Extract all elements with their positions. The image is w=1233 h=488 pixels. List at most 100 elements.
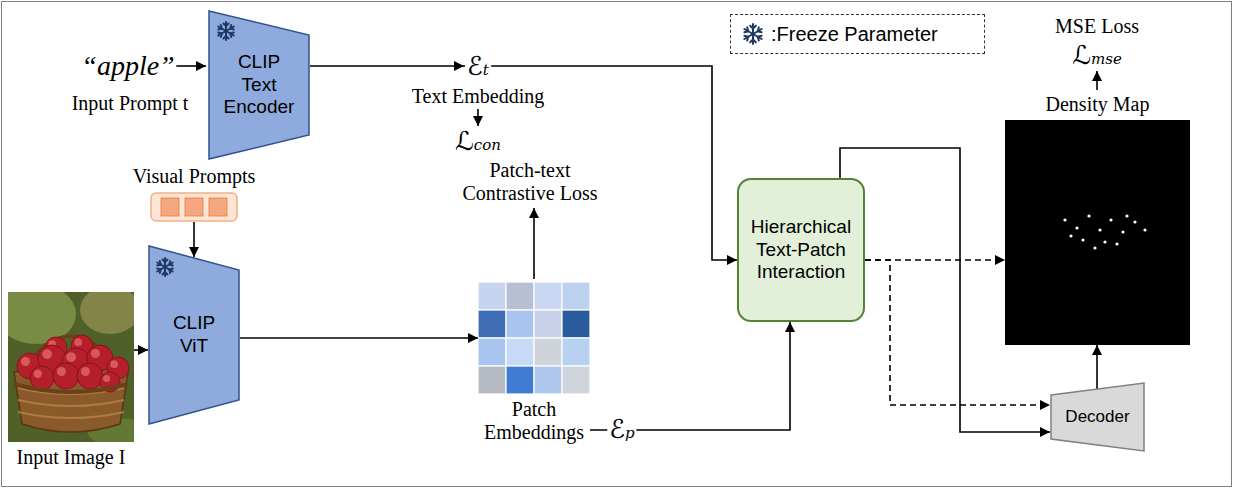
- snowflake-branch: [753, 26, 756, 29]
- prompt-token: [185, 198, 203, 216]
- apple-highlight: [57, 367, 66, 376]
- patch-cell: [506, 338, 534, 366]
- snowflake-branch: [230, 28, 233, 31]
- math-symbol: ℰt: [465, 52, 491, 81]
- patch-embeddings: Patch Embeddings: [478, 282, 590, 444]
- patch-cell: [534, 366, 562, 394]
- snowflake-branch: [229, 33, 232, 36]
- connector: [134, 349, 148, 351]
- input-arrow: [176, 65, 206, 67]
- caption-label: Visual Prompts: [133, 165, 256, 188]
- density-dot: [1121, 230, 1124, 233]
- density-map: Density Map: [1005, 93, 1190, 345]
- patch-cell: [562, 310, 590, 338]
- patch-cell: [478, 366, 506, 394]
- box-label: CLIP ViT: [164, 312, 224, 358]
- apple-highlight: [42, 349, 52, 359]
- patch-cell: [534, 282, 562, 310]
- snowflake-branch: [758, 31, 762, 32]
- snowflake-icon: [744, 24, 761, 44]
- apple-highlight: [66, 352, 76, 362]
- patch-cell: [478, 310, 506, 338]
- density-dot: [1115, 242, 1118, 245]
- snowflake-branch: [220, 25, 223, 28]
- density-dot: [1063, 218, 1066, 221]
- snowflake-branch: [159, 261, 162, 264]
- snowflake-branch: [750, 40, 753, 43]
- density-dot: [1093, 246, 1096, 249]
- patch-cell: [478, 282, 506, 310]
- snowflake-icon: [157, 258, 173, 276]
- density-background: [1005, 120, 1190, 345]
- photo-foliage: [80, 292, 134, 334]
- prompt-caption: Input Prompt t: [70, 92, 191, 115]
- interaction-module: Hierarchical Text-Patch Interaction: [737, 178, 865, 322]
- loss-arrow: [1096, 71, 1098, 90]
- snowflake-branch: [218, 32, 221, 35]
- connector: [193, 222, 195, 257]
- patch-cell: [506, 282, 534, 310]
- apple-highlight: [74, 338, 82, 346]
- loss-arrow: [477, 109, 479, 126]
- density-figure: [1005, 120, 1190, 345]
- apple: [30, 366, 54, 390]
- apple: [77, 363, 103, 389]
- math-symbol: ℒmse: [1070, 41, 1124, 70]
- figure-frame: [1005, 120, 1190, 345]
- caption-label: Density Map: [1005, 93, 1190, 116]
- prompt-token: [209, 198, 227, 216]
- density-dot: [1087, 214, 1090, 217]
- grid-figure: [478, 282, 590, 394]
- caption-label: Patch Embeddings: [478, 398, 590, 444]
- apple-highlight: [91, 349, 100, 358]
- apple-highlight: [103, 375, 110, 382]
- figure-frame: [150, 192, 238, 222]
- prompt-text: “apple”: [79, 50, 176, 82]
- patch-cell: [478, 338, 506, 366]
- patch-cell: [562, 366, 590, 394]
- density-dot: [1109, 218, 1112, 221]
- legend-swatch: [741, 22, 765, 46]
- image-encoder: CLIP ViT: [148, 245, 240, 425]
- snowflake-branch: [747, 27, 748, 31]
- caption-label: MSE Loss: [1053, 15, 1141, 38]
- trapezoid-shape: [149, 246, 239, 424]
- trapezoid-shape: [209, 11, 309, 159]
- snowflake-branch: [168, 269, 171, 272]
- patch-cell: [562, 338, 590, 366]
- patch-cell: [506, 310, 534, 338]
- density-dot: [1133, 220, 1136, 223]
- basket-rim: [14, 384, 128, 392]
- snowflake-branch: [162, 272, 165, 275]
- box-label: Decoder: [1065, 407, 1129, 427]
- apple-highlight: [34, 370, 42, 378]
- patch-cell: [506, 366, 534, 394]
- patch-cell: [534, 338, 562, 366]
- snowflake-branch: [165, 260, 168, 263]
- trapezoid-shape: [1051, 383, 1144, 451]
- caption-label: Text Embedding: [410, 85, 546, 108]
- connector: [310, 66, 737, 260]
- legend-item: :Freeze Parameter: [741, 22, 974, 46]
- snowflake-branch: [226, 24, 229, 27]
- loss-arrow: [533, 208, 535, 279]
- basket-weave: [18, 400, 124, 406]
- patch-cell: [562, 282, 590, 310]
- legend-box: :Freeze Parameter: [730, 14, 985, 54]
- snowflake-branch: [758, 37, 759, 41]
- apples-figure: [8, 292, 134, 442]
- snowflake-branch: [169, 264, 172, 267]
- prompt-box: [151, 193, 237, 221]
- snowflake-icon: [218, 22, 234, 40]
- connector: [240, 337, 478, 339]
- box-label: CLIP Text Encoder: [221, 51, 297, 119]
- density-dot: [1103, 240, 1106, 243]
- basket-weave: [18, 412, 124, 418]
- box-label: Hierarchical Text-Patch Interaction: [747, 216, 855, 284]
- decoder: Decoder: [1050, 382, 1145, 452]
- patch-cell: [534, 310, 562, 338]
- figure-frame: [478, 282, 590, 394]
- apple: [53, 363, 79, 389]
